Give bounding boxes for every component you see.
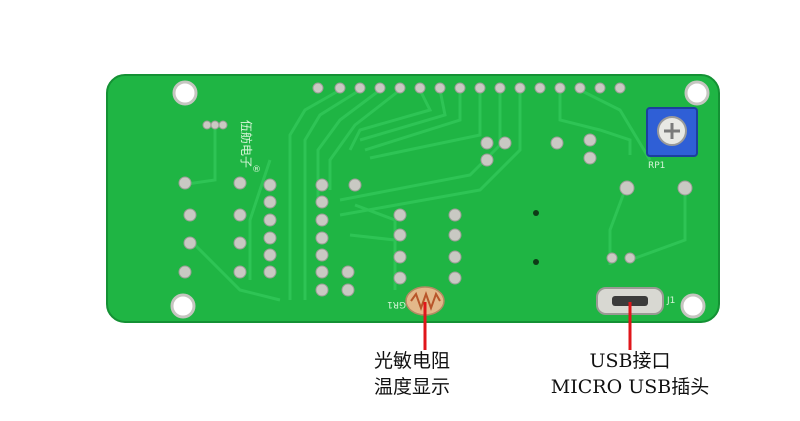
label-gr1: GR1 (387, 299, 406, 309)
usb-caption: USB接口 MICRO USB插头 (535, 348, 725, 400)
photoresistor-caption: 光敏电阻 温度显示 (352, 348, 472, 400)
pcb-board-edge (106, 74, 720, 323)
potentiometer-rp1 (646, 107, 698, 157)
vias (533, 210, 539, 265)
usb-caption-line1: USB接口 (589, 350, 671, 372)
usb-caption-line2: MICRO USB插头 (550, 376, 710, 398)
photoresistor-caption-line2: 温度显示 (373, 376, 450, 398)
component-pads (178, 120, 693, 297)
annotation-pointers (423, 302, 632, 350)
photoresistor-caption-line1: 光敏电阻 (373, 350, 450, 372)
photoresistor-gr1 (405, 286, 445, 316)
pcb-traces (179, 88, 687, 302)
label-rp1: RP1 (648, 161, 665, 171)
mounting-holes (170, 80, 710, 319)
pcb-board (107, 75, 719, 322)
header-pins (312, 82, 626, 94)
registered-mark: ® (252, 165, 261, 175)
label-j1: J1 (666, 296, 675, 306)
silkscreen-brand: 伍舫电子 (239, 120, 254, 168)
